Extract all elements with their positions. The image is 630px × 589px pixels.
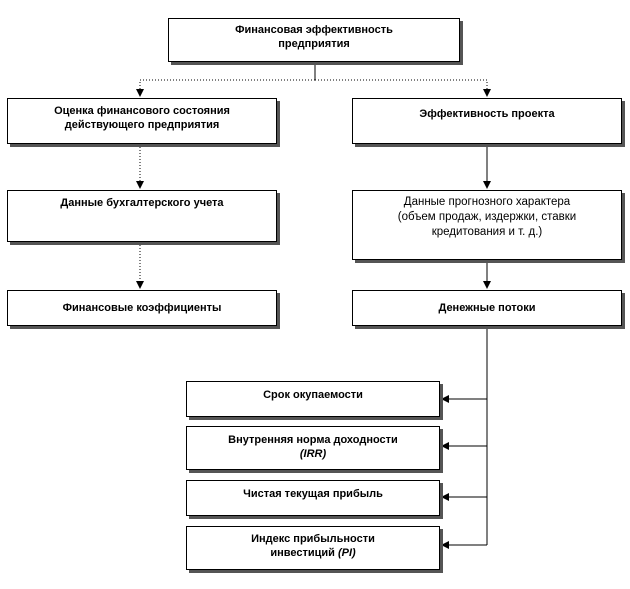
node-right1: Эффективность проекта bbox=[352, 98, 622, 144]
node-right2-line1: Данные прогнозного характера bbox=[403, 196, 571, 208]
node-left2: Данные бухгалтерского учета bbox=[7, 190, 277, 242]
node-right2: Данные прогнозного характера (объем прод… bbox=[352, 190, 622, 260]
node-m4-line2a: инвестиций bbox=[270, 547, 338, 560]
connector-to-right1 bbox=[315, 79, 491, 97]
node-m3: Чистая текущая прибыль bbox=[186, 480, 440, 516]
connector-to-left1 bbox=[136, 79, 315, 97]
node-left1-line1: Оценка финансового состояния bbox=[54, 105, 230, 117]
node-m3-line1: Чистая текущая прибыль bbox=[243, 488, 383, 500]
node-root-line1: Финансовая эффективность bbox=[235, 24, 393, 36]
node-right3: Денежные потоки bbox=[352, 290, 622, 326]
node-m4: Индекс прибыльности инвестиций (PI) bbox=[186, 526, 440, 570]
node-right2-line3: кредитования и т. д.) bbox=[431, 225, 543, 238]
node-right3-line1: Денежные потоки bbox=[438, 301, 536, 314]
node-left2-line1: Данные бухгалтерского учета bbox=[60, 197, 224, 209]
node-right1-line1: Эффективность проекта bbox=[419, 108, 555, 120]
node-m4-line1: Индекс прибыльности bbox=[251, 533, 375, 545]
node-m4-line2: инвестиций (PI) bbox=[270, 546, 355, 560]
node-left1-line2: действующего предприятия bbox=[64, 119, 220, 132]
node-m1-line1: Срок окупаемости bbox=[263, 389, 363, 401]
node-root-line2: предприятия bbox=[278, 38, 350, 51]
node-m2: Внутренняя норма доходности (IRR) bbox=[186, 426, 440, 470]
node-left1: Оценка финансового состояния действующег… bbox=[7, 98, 277, 144]
node-m2-line2: (IRR) bbox=[299, 448, 327, 461]
node-left3: Финансовые коэффициенты bbox=[7, 290, 277, 326]
node-m2-line1: Внутренняя норма доходности bbox=[228, 434, 398, 446]
node-m4-line2b: (PI) bbox=[337, 547, 356, 560]
node-right2-line2: (объем продаж, издержки, ставки bbox=[397, 210, 577, 223]
node-left3-line1: Финансовые коэффициенты bbox=[62, 301, 222, 314]
node-m1: Срок окупаемости bbox=[186, 381, 440, 417]
node-root: Финансовая эффективность предприятия bbox=[168, 18, 460, 62]
